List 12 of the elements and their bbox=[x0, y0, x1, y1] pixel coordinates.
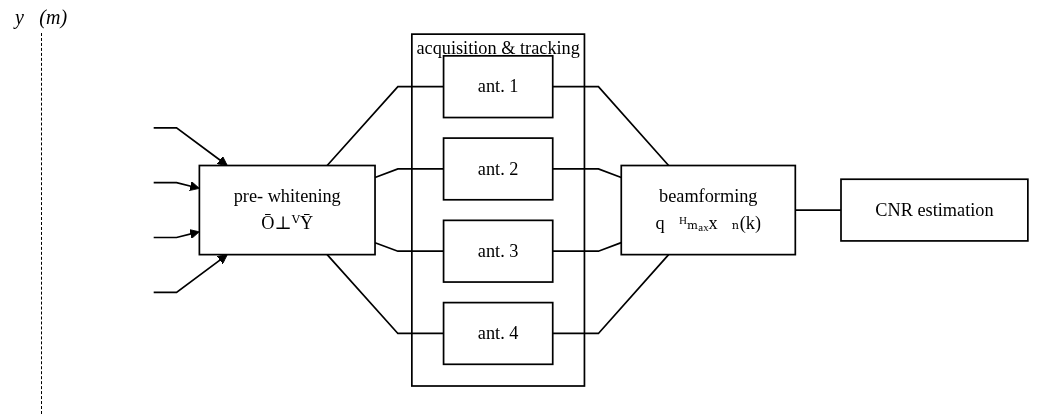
node-box: pre- whitening Ō⊥ⱽȲ bbox=[198, 164, 376, 256]
node-box: ant. 2 bbox=[442, 137, 554, 201]
node-box: ant. 3 bbox=[442, 219, 554, 283]
arrow bbox=[152, 126, 228, 166]
arrow bbox=[152, 254, 228, 294]
node-box: ant. 1 bbox=[442, 54, 554, 119]
arrow bbox=[152, 229, 200, 239]
node-box: beamforming q⃗ᴴₘₐₓx⃗ₙ(k) bbox=[620, 164, 797, 256]
signal-label: y⃗(m) bbox=[14, 6, 68, 29]
arrow bbox=[152, 181, 200, 191]
node-box: CNR estimation bbox=[840, 178, 1029, 242]
node-box: ant. 4 bbox=[442, 301, 554, 366]
